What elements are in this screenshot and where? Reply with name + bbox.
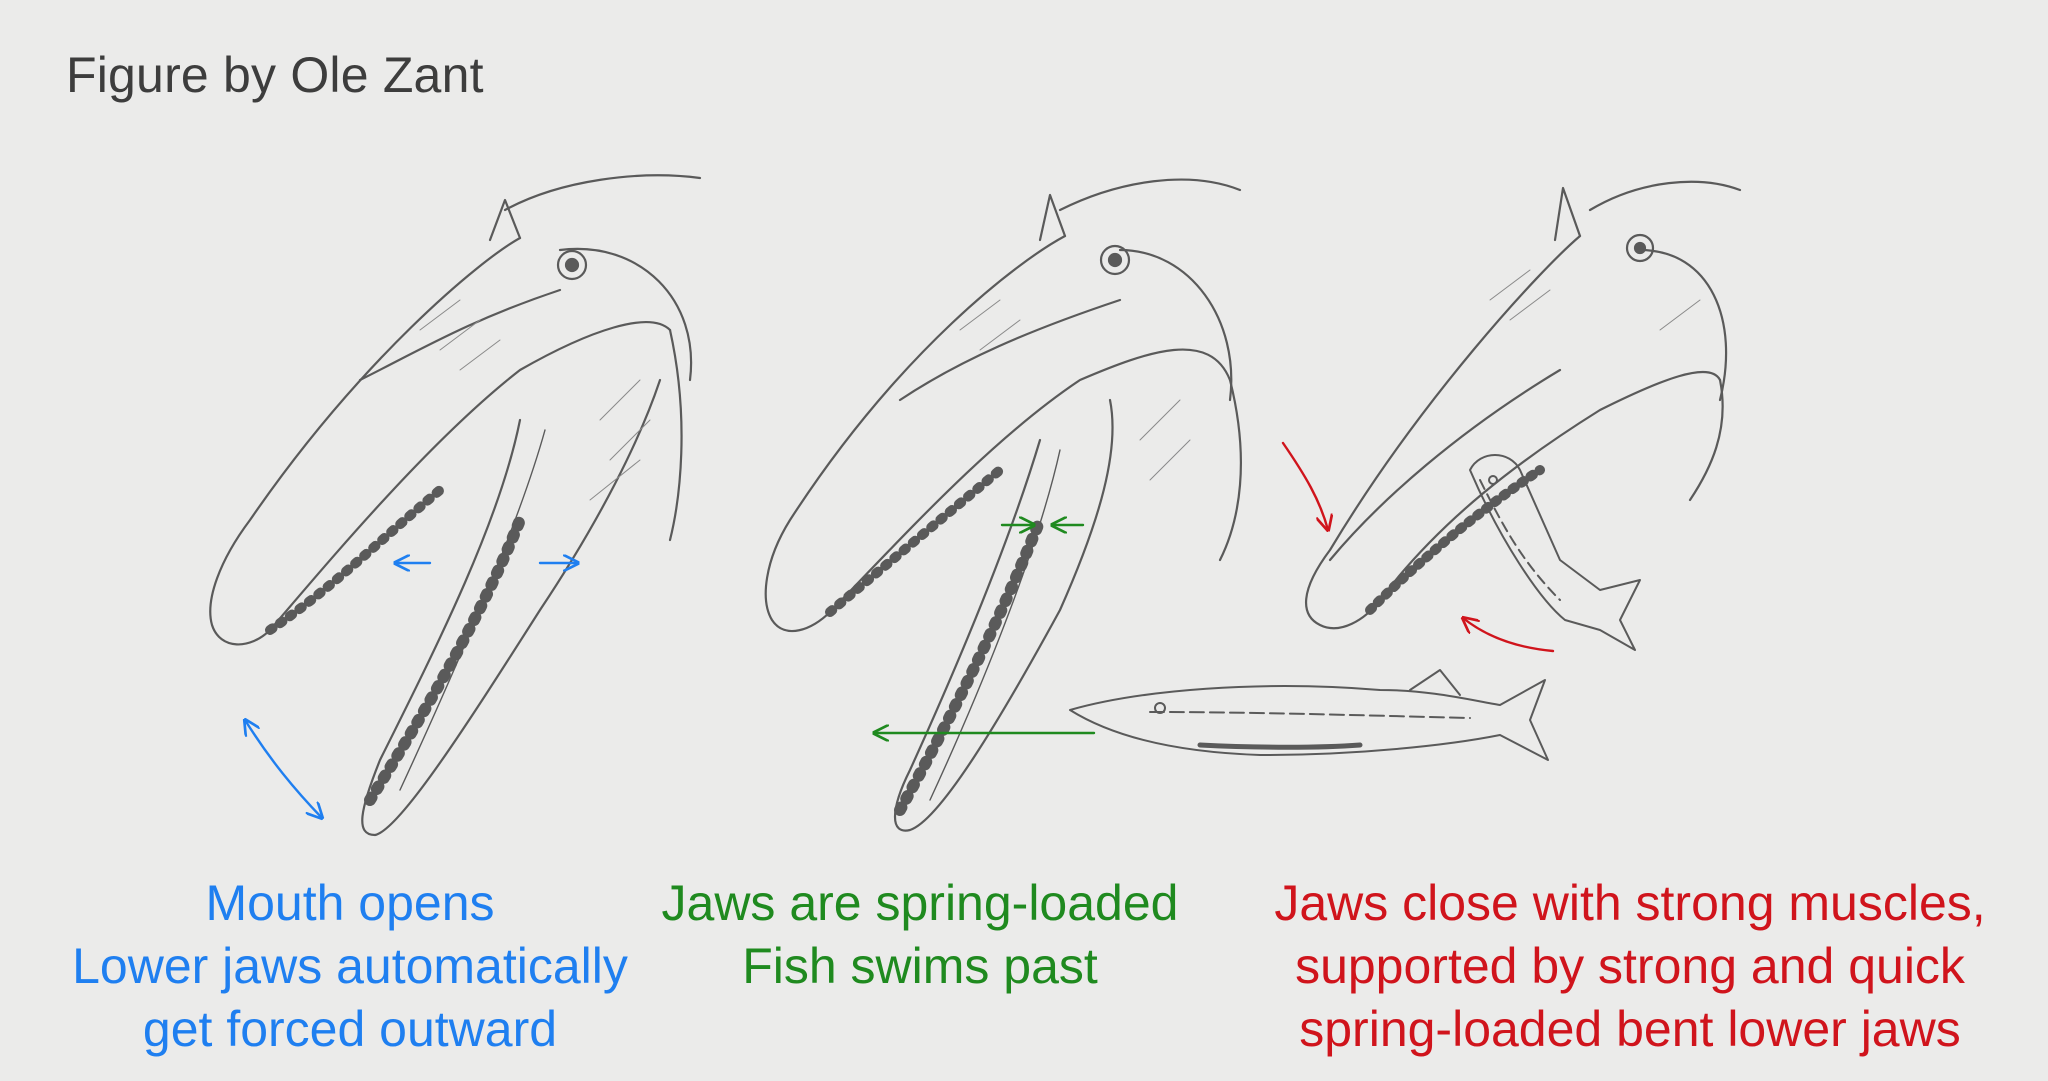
spinosaur-head-closed: [1305, 180, 1742, 630]
spinosaur-head-spring: [764, 178, 1242, 832]
caption-line: Lower jaws automatically: [72, 938, 628, 994]
caption-line: Jaws close with strong muscles,: [1274, 875, 1986, 931]
blue-arrows: [245, 563, 578, 818]
curved-arrow-down-icon: [1281, 441, 1328, 530]
caption-line: Fish swims past: [742, 938, 1098, 994]
caption-line: supported by strong and quick: [1295, 938, 1965, 994]
figure-credit: Figure by Ole Zant: [66, 47, 484, 103]
caption-mouth-opens: Mouth opens Lower jaws automatically get…: [30, 872, 670, 1061]
caption-jaws-close: Jaws close with strong muscles, supporte…: [1220, 872, 2040, 1061]
eye-icon: [1099, 244, 1131, 276]
caption-line: Mouth opens: [205, 875, 495, 931]
eye-icon: [556, 249, 588, 281]
curved-arrow-up-icon: [1463, 618, 1555, 653]
eye-icon: [1625, 233, 1655, 263]
green-arrows: [874, 525, 1096, 733]
caption-line: get forced outward: [142, 1001, 558, 1057]
red-arrows: [1281, 441, 1555, 653]
fish-swimming: [1069, 669, 1549, 761]
fish-caught: [1469, 454, 1641, 651]
caption-line: spring-loaded bent lower jaws: [1299, 1001, 1961, 1057]
caption-spring-loaded: Jaws are spring-loaded Fish swims past: [640, 872, 1200, 998]
double-arrow-icon: [245, 720, 322, 818]
spinosaur-head-open: [209, 174, 702, 837]
caption-line: Jaws are spring-loaded: [661, 875, 1179, 931]
